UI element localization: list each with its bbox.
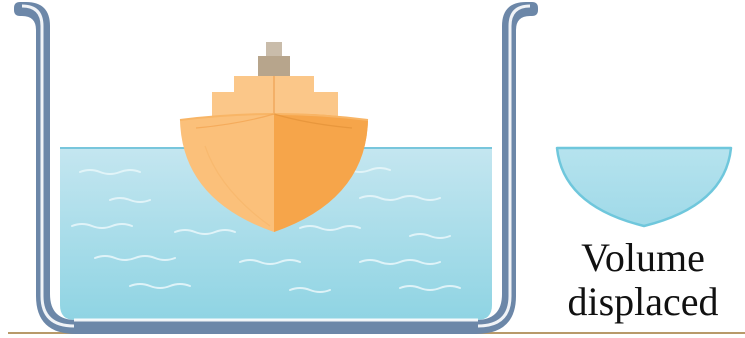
displaced-volume-icon bbox=[557, 148, 731, 226]
caption-line-1: Volume bbox=[548, 236, 738, 280]
caption-line-2: displaced bbox=[548, 280, 738, 324]
volume-displaced-caption: Volume displaced bbox=[548, 236, 738, 324]
